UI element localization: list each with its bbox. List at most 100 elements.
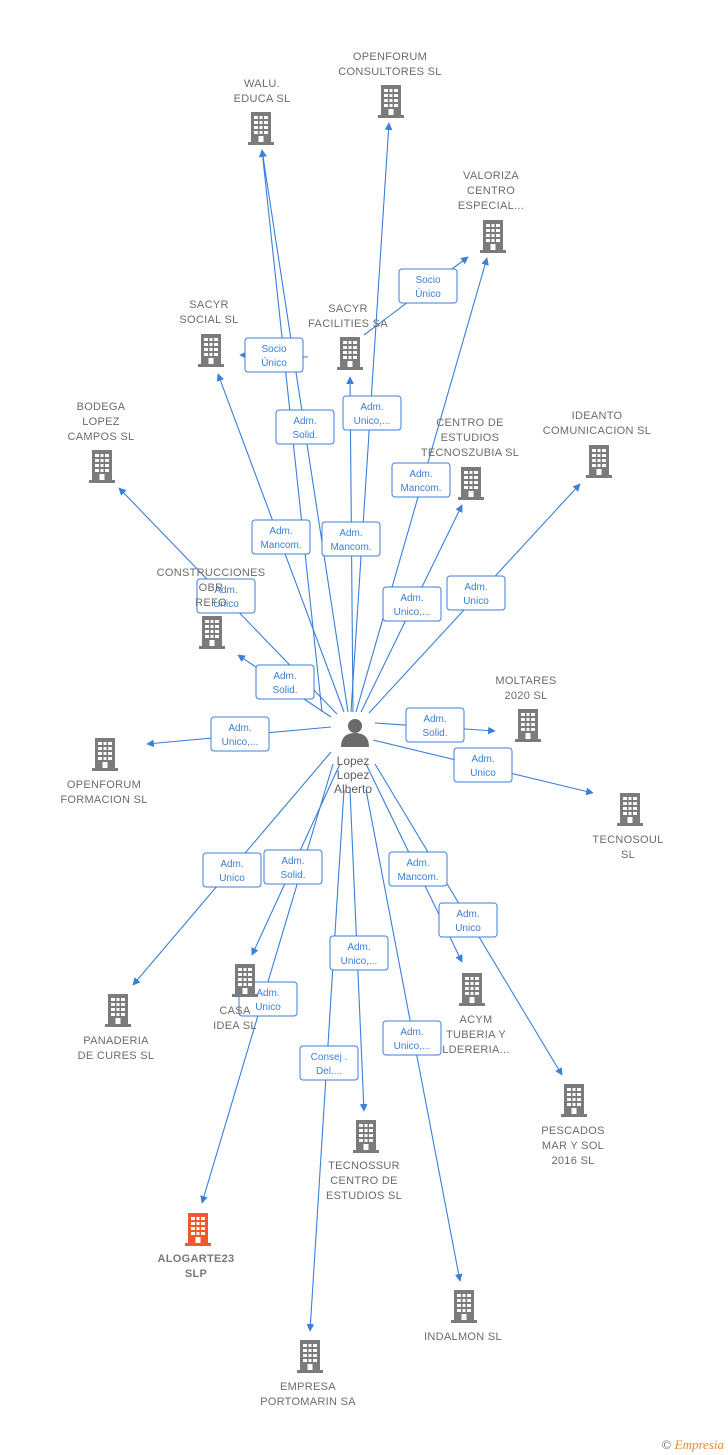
company-name-line-2: FORMACION SL [60,794,147,806]
building-icon [458,467,484,500]
edge-openforum-formacion-role-label[interactable]: Adm. Unico,... [210,716,270,752]
edge-sacyr-social-role-label[interactable]: Adm.Mancom. [251,519,311,555]
edge-bodega-role-label[interactable]: Adm.Unico [196,578,256,614]
company-name-line-1: OPENFORUM [353,51,427,63]
edge-tecnossur-role-box [329,935,389,971]
edge-sacyr-facilities-to-valoriza-role-text-2: Único [415,287,441,300]
edge-indalmon-role-text-2: Unico,... [394,1041,431,1052]
edge-centro-tecnoszubia-role-label[interactable]: Adm.Unico,... [382,586,442,622]
copyright-icon: © [661,1437,672,1452]
company-name-line-3: REFO [195,597,227,609]
company-name-line-1: MOLTARES [495,675,556,687]
building-icon [199,616,225,649]
building-icon [353,1120,379,1153]
edge-casa-idea-role-label[interactable]: Adm.Solid. [263,849,323,885]
edge-ideanto-role-label[interactable]: Adm.Unico [446,575,506,611]
center-name-line-1: Lopez [337,754,370,768]
company-name-line-3: CAMPOS SL [68,431,135,443]
edge-acym-role-text-1: Adm. [406,858,429,869]
company-node-walu[interactable]: WALU.EDUCA SL [234,78,291,145]
edge-indalmon-role-label[interactable]: Adm.Unico,... [382,1020,442,1056]
edge-moltares-role-label[interactable]: Adm. Solid. [405,707,465,743]
company-name-line-2: 2020 SL [504,690,547,702]
edge-acym-role-label[interactable]: Adm.Mancom. [388,851,448,887]
company-name-line-2: SLP [185,1268,207,1280]
edge-panaderia-role-box [202,852,262,888]
edge-sacyr-facilities-to-sacyr-social-role-text-1: Socio [261,344,286,355]
edge-tecnosoul-role-text-2: Unico [470,768,496,779]
edge-tecnosoul-role-box [453,747,513,783]
edge-sacyr-facilities-role-label[interactable]: Adm.Mancom. [321,521,381,557]
edge-moltares-role-text-1: Adm. [423,714,446,725]
edge-sacyr-facilities-to-valoriza-role-box [398,268,458,304]
company-name-line-1: ALOGARTE23 [158,1253,235,1265]
company-node-indalmon[interactable]: INDALMON SL [424,1290,502,1343]
edge-openforum-consultores-role-box [342,395,402,431]
company-name-line-1: TECNOSOUL [592,834,663,846]
edge-construcciones-role-box [255,664,315,700]
building-icon [515,709,541,742]
company-node-valoriza[interactable]: VALORIZACENTROESPECIAL... [458,170,524,253]
company-name-line-1: INDALMON SL [424,1331,502,1343]
edge-empresa-portomarin-role-text-1: Consej . [311,1052,348,1063]
edge-casa-idea-role-box [263,849,323,885]
building-icon [248,112,274,145]
edge-bodega-role-text-1: Adm. [214,585,237,596]
edge-construcciones-role-label[interactable]: Adm.Solid. [255,664,315,700]
building-icon [89,450,115,483]
center-name-line-2: Lopez [337,768,370,782]
building-icon [617,793,643,826]
edge-tecnosoul-role-label[interactable]: Adm.Unico [453,747,513,783]
edge-openforum-consultores-role-label[interactable]: Adm.Unico,... [342,395,402,431]
center-person-node[interactable]: Lopez Lopez Alberto [334,719,372,796]
company-name-line-3: ESPECIAL... [458,200,524,212]
edge-alogarte-role-text-1: Adm. [256,988,279,999]
edge-sacyr-facilities-to-walu-role-box [275,409,335,445]
edge-sacyr-facilities-role-text-1: Adm. [339,528,362,539]
company-name-line-3: 2016 SL [551,1155,594,1167]
edge-valoriza-role-label[interactable]: Adm.Mancom. [391,462,451,498]
edge-openforum-formacion-role-text-1: Adm. [228,723,251,734]
edge-pescados-role-label[interactable]: Adm.Unico [438,902,498,938]
company-name-line-2: LOPEZ [82,416,120,428]
edge-panaderia-role-text-1: Adm. [220,859,243,870]
edge-sacyr-facilities-to-sacyr-social-role-box [244,337,304,373]
edge-sacyr-facilities-to-walu-role-label[interactable]: Adm.Solid. [275,409,335,445]
company-name-line-2: ESTUDIOS [441,432,500,444]
building-icon [586,445,612,478]
edge-tecnossur-role-label[interactable]: Adm.Unico,... [329,935,389,971]
edge-casa-idea-role-text-1: Adm. [281,856,304,867]
edge-moltares-role-text-2: Solid. [422,728,447,739]
company-name-line-1: CASA [219,1005,251,1017]
edge-tecnossur-role-text-2: Unico,... [341,956,378,967]
edge-panaderia-role-label[interactable]: Adm.Unico [202,852,262,888]
company-name-line-1: CONSTRUCCIONES [157,567,266,579]
company-name-line-1: PANADERIA [83,1035,149,1047]
building-icon [451,1290,477,1323]
building-icon [378,85,404,118]
company-node-moltares[interactable]: MOLTARES 2020 SL [495,675,556,742]
edge-indalmon-role-box [382,1020,442,1056]
edge-openforum-formacion-role-text-2: Unico,... [222,737,259,748]
company-name-line-3: TECNOSZUBIA SL [421,447,519,459]
edge-empresa-portomarin-role-label[interactable]: Consej .Del.... [299,1045,359,1081]
